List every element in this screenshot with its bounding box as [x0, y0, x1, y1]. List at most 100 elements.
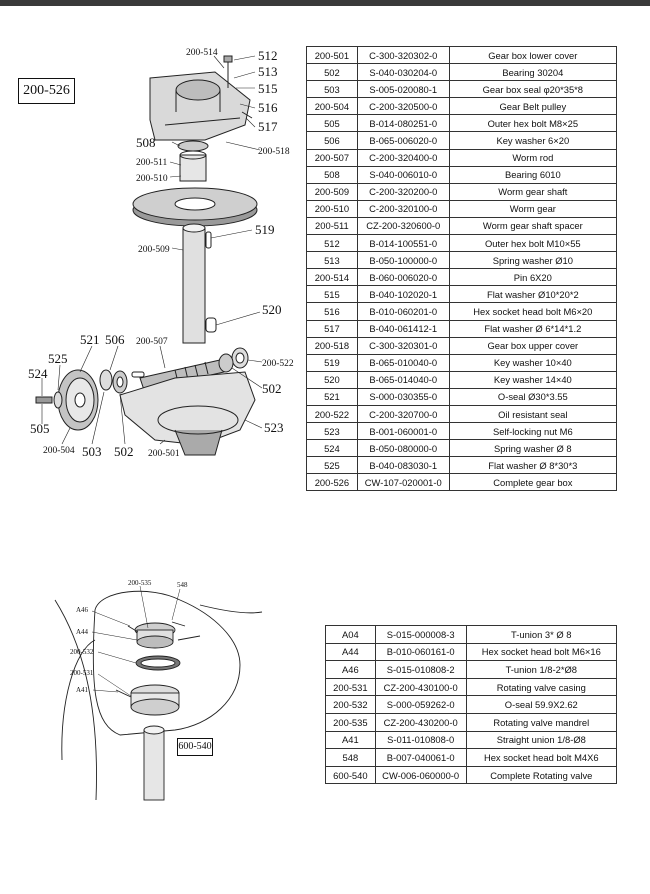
top-border-bar [0, 0, 650, 6]
part-number-cell: 502 [306, 63, 358, 82]
part-description-cell: Key washer 10×40 [448, 353, 618, 372]
callout-508: 508 [136, 135, 156, 150]
part-number-cell: 515 [306, 285, 358, 304]
callout-502-right: 502 [262, 381, 282, 396]
part-code-cell: B-014-080251-0 [356, 114, 450, 133]
callout-516: 516 [258, 100, 278, 115]
part-description-cell: O-seal Ø30*3.55 [448, 387, 618, 406]
part-description-cell: T-union 3* Ø 8 [465, 625, 618, 644]
callout-200-507: 200-507 [136, 337, 168, 347]
part-number-cell: 200-504 [306, 97, 358, 116]
part-description-cell: Oil resistant seal [448, 404, 618, 424]
part-number-cell: 521 [306, 387, 358, 406]
part-description-cell: Key washer 6×20 [448, 131, 618, 150]
callout-503: 503 [82, 444, 102, 459]
callout-548: 548 [177, 581, 188, 589]
part-description-cell: Gear box seal φ20*35*8 [448, 80, 618, 99]
part-code-cell: B-010-060201-0 [356, 302, 450, 321]
callout-A44: A44 [76, 628, 89, 636]
part-number-cell: A46 [325, 660, 376, 679]
part-description-cell: Bearing 6010 [448, 165, 618, 184]
part-number-cell: 200-526 [306, 473, 358, 492]
part-code-cell: S-015-000008-3 [374, 625, 467, 644]
part-code-cell: B-050-080000-0 [356, 439, 450, 458]
part-description-cell: Rotating valve casing [465, 677, 618, 697]
assembly-label-gearbox: 200-526 [18, 78, 75, 104]
part-description-cell: Spring washer Ø 8 [448, 439, 618, 458]
part-code-cell: B-040-102020-1 [356, 285, 450, 304]
part-description-cell: Worm rod [448, 148, 618, 167]
part-description-cell: Rotating valve mandrel [465, 712, 618, 732]
callout-524: 524 [28, 366, 48, 381]
callout-A46: A46 [76, 606, 89, 614]
part-number-cell: A41 [325, 730, 376, 750]
part-description-cell: Gear Belt pulley [448, 97, 618, 116]
part-code-cell: S-000-059262-0 [374, 695, 467, 714]
part-code-cell: C-300-320302-0 [356, 45, 450, 65]
part-code-cell: B-040-083030-1 [356, 456, 450, 475]
callout-502-left: 502 [114, 444, 134, 459]
part-number-cell: A04 [325, 625, 376, 644]
part-code-cell: CZ-200-430100-0 [374, 677, 467, 697]
part-number-cell: 200-511 [306, 216, 358, 236]
part-number-cell: 200-510 [306, 199, 358, 218]
callout-519: 519 [255, 222, 275, 237]
part-number-cell: 548 [325, 748, 376, 767]
part-number-cell: 523 [306, 422, 358, 441]
part-number-cell: 525 [306, 456, 358, 475]
part-code-cell: B-065-010040-0 [356, 353, 450, 372]
part-code-cell: C-200-320100-0 [356, 199, 450, 218]
part-number-cell: 508 [306, 165, 358, 184]
part-code-cell: B-040-061412-1 [356, 319, 450, 338]
part-number-cell: 200-509 [306, 182, 358, 201]
callout-521: 521 [80, 332, 100, 347]
part-code-cell: S-011-010808-0 [374, 730, 467, 750]
part-description-cell: Flat washer Ø10*20*2 [448, 285, 618, 304]
part-number-cell: 600-540 [325, 765, 376, 785]
part-code-cell: S-040-030204-0 [356, 63, 450, 82]
callout-200-535: 200-535 [128, 579, 152, 587]
part-code-cell: B-050-100000-0 [356, 251, 450, 270]
callout-200-518: 200-518 [258, 147, 290, 157]
part-number-cell: 200-535 [325, 712, 376, 732]
part-number-cell: 513 [306, 251, 358, 270]
callout-523: 523 [264, 420, 284, 435]
part-number-cell: 200-522 [306, 404, 358, 424]
part-description-cell: Worm gear [448, 199, 618, 218]
part-description-cell: Complete gear box [448, 473, 618, 492]
part-code-cell: B-007-040061-0 [374, 748, 467, 767]
callout-200-532: 200-532 [70, 648, 94, 656]
part-code-cell: C-200-320700-0 [356, 404, 450, 424]
callout-505: 505 [30, 421, 50, 436]
part-code-cell: CZ-200-430200-0 [374, 712, 467, 732]
assembly-label-rotating-valve: 600-540 [177, 738, 213, 756]
part-number-cell: 200-514 [306, 268, 358, 287]
callout-200-501: 200-501 [148, 449, 180, 459]
gearbox-exploded-diagram: 200-514 512 513 515 516 517 508 200-518 … [28, 48, 294, 459]
part-description-cell: Flat washer Ø 6*14*1.2 [448, 319, 618, 338]
